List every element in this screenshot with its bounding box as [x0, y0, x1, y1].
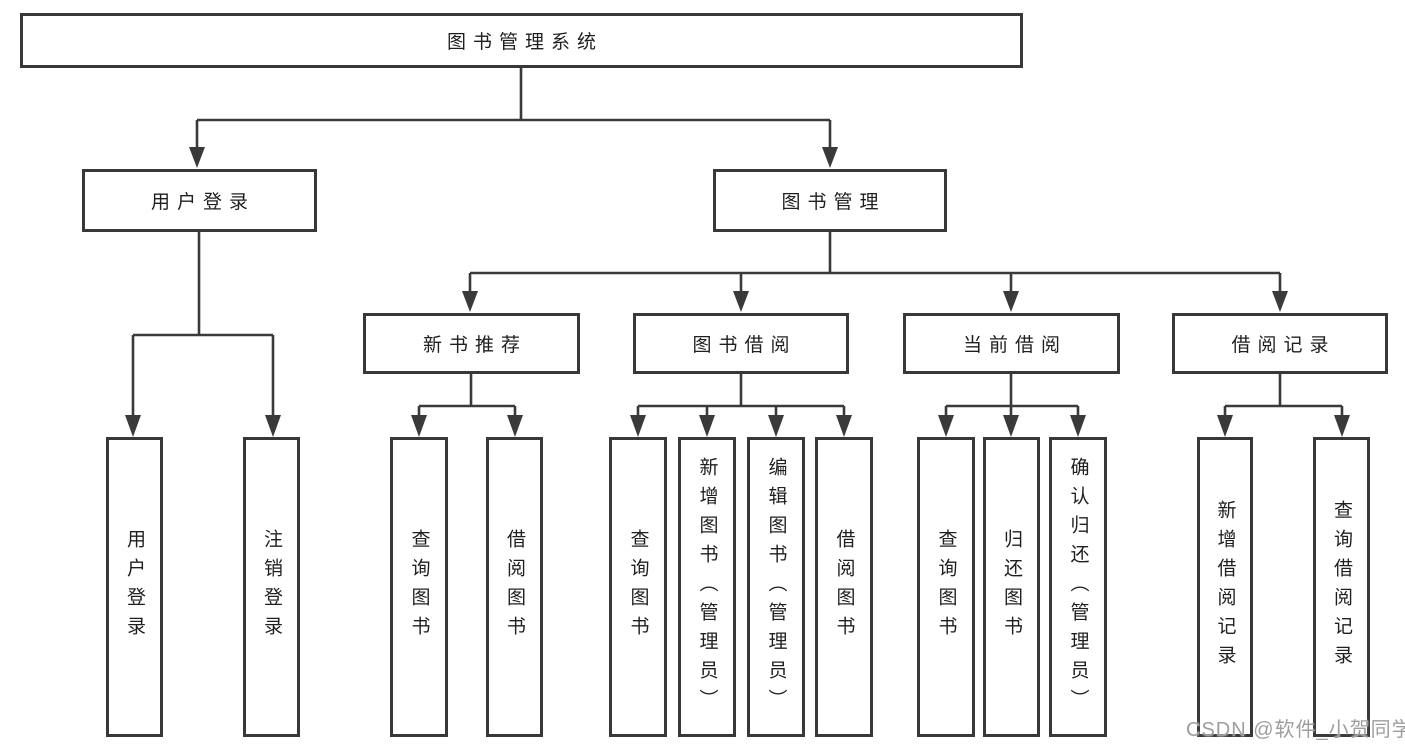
leaf-borrow-books-recommend: 借阅图书: [486, 437, 543, 737]
node-new-book-recommend-label: 新书推荐: [422, 335, 527, 356]
leaf-return-books: 归还图书: [983, 437, 1040, 737]
leaf-logout: 注销登录: [243, 437, 300, 737]
leaf-user-login: 用户登录: [106, 437, 163, 737]
leaf-query-books-borrow: 查询图书: [609, 437, 667, 737]
leaf-query-books-recommend-label: 查询图书: [408, 529, 430, 645]
leaf-edit-books-admin-label: 编辑图书（管理员）: [765, 456, 787, 718]
leaf-add-books-admin: 新增图书（管理员）: [678, 437, 736, 737]
leaf-borrow-books-label: 借阅图书: [833, 529, 855, 645]
leaf-user-login-label: 用户登录: [124, 529, 145, 645]
node-current-borrowing: 当前借阅: [903, 313, 1120, 374]
leaf-logout-label: 注销登录: [261, 529, 282, 645]
leaf-add-books-admin-label: 新增图书（管理员）: [696, 456, 718, 718]
node-new-book-recommend: 新书推荐: [363, 313, 580, 374]
node-book-management: 图书管理: [713, 169, 947, 232]
node-book-management-label: 图书管理: [781, 192, 886, 213]
leaf-query-borrow-record: 查询借阅记录: [1313, 437, 1370, 737]
node-current-borrowing-label: 当前借阅: [962, 335, 1067, 356]
leaf-confirm-return-admin-label: 确认归还（管理员）: [1067, 456, 1089, 718]
node-user-login-label: 用户登录: [150, 192, 255, 213]
leaf-query-books-current: 查询图书: [917, 437, 975, 737]
leaf-borrow-books-recommend-label: 借阅图书: [504, 529, 525, 645]
node-library-system: 图书管理系统: [20, 13, 1023, 68]
csdn-watermark: CSDN @软件_小贺同学: [1186, 719, 1405, 741]
node-borrowing-records: 借阅记录: [1172, 313, 1388, 374]
node-borrowing-records-label: 借阅记录: [1231, 335, 1336, 356]
leaf-add-borrow-record-label: 新增借阅记录: [1214, 500, 1236, 674]
leaf-query-books-recommend: 查询图书: [390, 437, 448, 737]
leaf-return-books-label: 归还图书: [1001, 529, 1022, 645]
node-user-login: 用户登录: [82, 169, 317, 232]
leaf-query-books-current-label: 查询图书: [935, 529, 957, 645]
leaf-query-books-borrow-label: 查询图书: [627, 529, 649, 645]
leaf-edit-books-admin: 编辑图书（管理员）: [747, 437, 805, 737]
node-library-system-label: 图书管理系统: [446, 32, 603, 53]
leaf-borrow-books: 借阅图书: [815, 437, 873, 737]
node-book-borrowing-label: 图书借阅: [692, 335, 797, 356]
leaf-confirm-return-admin: 确认归还（管理员）: [1049, 437, 1107, 737]
leaf-add-borrow-record: 新增借阅记录: [1197, 437, 1253, 737]
leaf-query-borrow-record-label: 查询借阅记录: [1331, 500, 1352, 674]
node-book-borrowing: 图书借阅: [633, 313, 849, 374]
